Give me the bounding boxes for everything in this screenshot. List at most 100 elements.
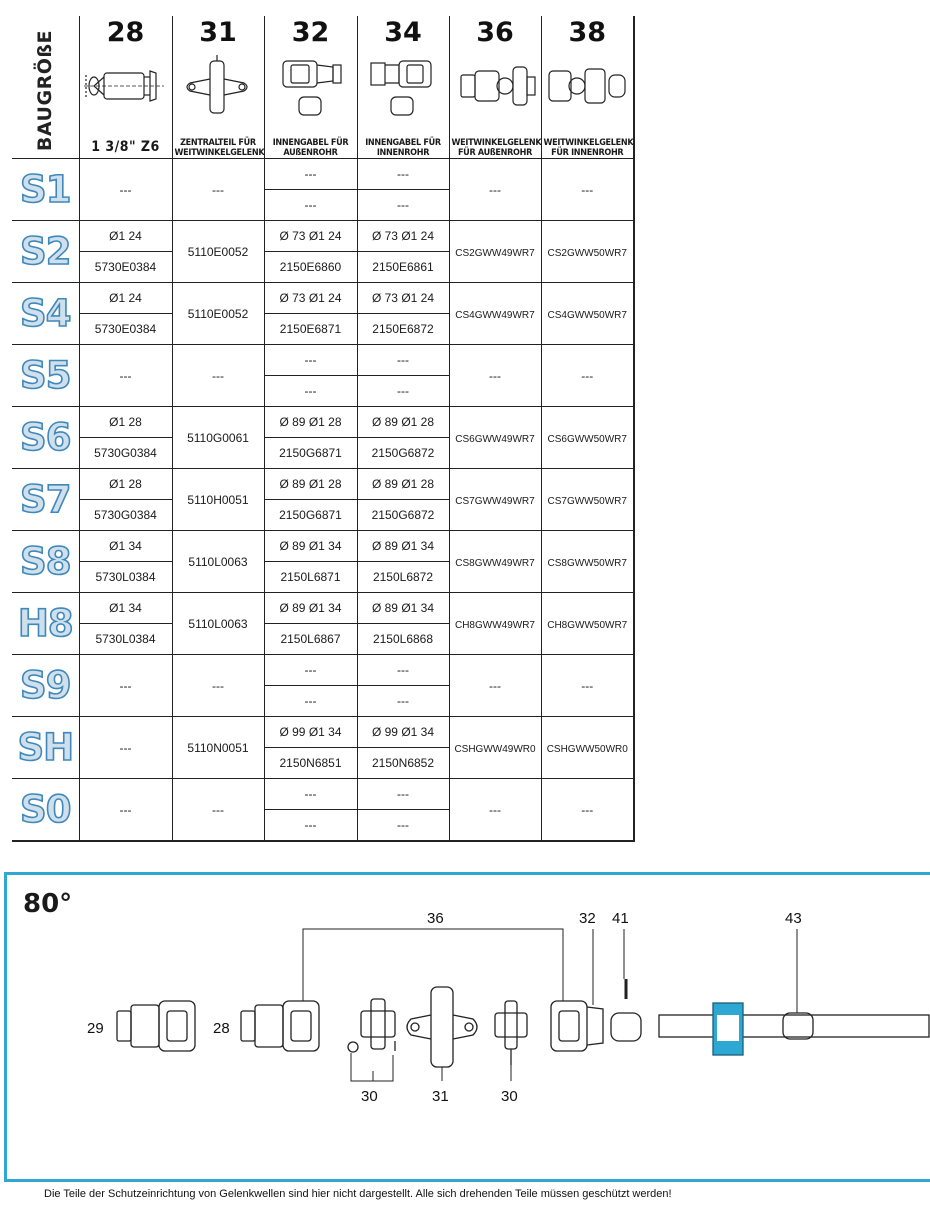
part-number: 5730E0384 [94, 322, 157, 336]
part-number: 5730G0384 [94, 446, 157, 460]
wide-angle-joint-outer-drawing [450, 48, 540, 124]
dimension-value: --- [397, 787, 409, 801]
part-number: --- [212, 678, 224, 693]
dimension-value: Ø 89 Ø1 34 [371, 601, 435, 615]
cell-34: Ø 89 Ø1 34 2150L6868 [356, 592, 450, 655]
cell-31: 5110N0051 [171, 716, 265, 779]
column-number: 38 [568, 17, 607, 48]
part-number: --- [489, 678, 501, 693]
callout-31: 31 [432, 1088, 449, 1105]
header-title: BAUGRÖßE [34, 30, 57, 152]
dimension-value: Ø 89 Ø1 28 [279, 477, 342, 491]
cell-36: CS8GWW49WR7 [448, 530, 542, 593]
part-number: 5110G0061 [187, 430, 249, 445]
table-row: S5------------------------ [12, 344, 635, 407]
shaft-yoke-drawing [80, 48, 171, 124]
cell-36: --- [448, 778, 542, 842]
part-number: --- [489, 802, 501, 817]
column-label: WEITWINKELGELENK FÜR AUßENROHR [451, 138, 541, 158]
dimension-value: Ø1 24 [109, 291, 142, 305]
part-43-drawing [658, 1012, 930, 1040]
table-row: S9------------------------ [12, 654, 635, 717]
cell-31: --- [171, 158, 265, 221]
cell-31: --- [171, 654, 265, 717]
table-header-row: BAUGRÖßE 28 [12, 16, 635, 159]
cell-28: --- [78, 344, 173, 407]
cell-31: 5110E0052 [171, 282, 265, 345]
part-number: 5730L0384 [95, 570, 156, 584]
footer-note: Die Teile der Schutzeinrichtung von Gele… [44, 1188, 672, 1200]
cell-36: --- [448, 654, 542, 717]
cell-31: 5110L0063 [171, 530, 265, 593]
dimension-value: Ø 89 Ø1 28 [371, 477, 435, 491]
dimension-value: Ø 89 Ø1 28 [371, 415, 435, 429]
dimension-value: --- [304, 167, 317, 181]
dimension-value: Ø 73 Ø1 24 [371, 291, 435, 305]
part-number: CH8GWW49WR7 [454, 619, 535, 631]
part-30-cross-right [494, 1000, 528, 1065]
part-number: 5730G0384 [94, 508, 157, 522]
column-number: 32 [291, 17, 330, 48]
cell-38: CS2GWW50WR7 [540, 220, 635, 283]
part-number: --- [489, 368, 501, 383]
exploded-view-drawing: 29 28 30 31 30 36 32 41 43 [87, 910, 930, 1105]
cell-28: --- [78, 654, 173, 717]
cell-31: 5110H0051 [171, 468, 265, 531]
part-number: CS8GWW50WR7 [547, 557, 627, 569]
column-header-31: 31 ZENTRALTEIL FÜR WEITWINKELGELENK [171, 16, 265, 159]
column-header-32: 32 INNENGABEL FÜR AUßENROHR [263, 16, 358, 159]
size-cell: S0 [12, 778, 80, 842]
size-cell: SH [12, 716, 80, 779]
inner-yoke-inner-tube-drawing [358, 48, 448, 124]
part-number: --- [119, 368, 132, 383]
dimension-value: Ø 99 Ø1 34 [279, 725, 342, 739]
column-number: 28 [106, 17, 145, 48]
dimension-value: --- [304, 663, 317, 677]
part-31-drawing [406, 986, 478, 1068]
cell-31: 5110G0061 [171, 406, 265, 469]
column-header-28: 28 1 3/8" Z6 [78, 16, 173, 159]
part-number: CS6GWW50WR7 [547, 433, 627, 445]
cell-38: CSHGWW50WR0 [540, 716, 635, 779]
callout-43: 43 [785, 910, 802, 927]
part-28-drawing [240, 1000, 320, 1052]
part-number: CH8GWW50WR7 [547, 619, 628, 631]
column-header-36: 36 WEITWINKELGELENK FÜR AUßENROHR [448, 16, 542, 159]
cell-31: --- [171, 778, 265, 842]
cell-36: CS4GWW49WR7 [448, 282, 542, 345]
column-header-38: 38 WEITWINKELGELENK FÜR INNENROHR [540, 16, 635, 159]
header-title-cell: BAUGRÖßE [12, 16, 80, 159]
column-number: 36 [476, 17, 514, 48]
cell-28: Ø1 24 5730E0384 [78, 220, 173, 283]
size-label: S5 [19, 353, 72, 398]
size-label: SH [17, 725, 75, 770]
part-30-cross-left [347, 998, 396, 1053]
exploded-view-panel: 80° [4, 872, 930, 1182]
dimension-value: Ø 73 Ø1 24 [279, 229, 342, 243]
cell-38: CS7GWW50WR7 [540, 468, 635, 531]
column-label: WEITWINKELGELENK FÜR INNENROHR [543, 138, 634, 158]
part-number: 2150N6852 [371, 756, 435, 770]
cell-32: ------ [263, 158, 358, 221]
part-number: 2150L6867 [280, 632, 341, 646]
part-number: 2150L6868 [372, 632, 434, 646]
part-number: --- [397, 694, 409, 708]
column-label: ZENTRALTEIL FÜR WEITWINKELGELENK [174, 138, 264, 158]
angle-label: 80° [23, 889, 73, 919]
cell-28: --- [78, 716, 173, 779]
cell-36: CSHGWW49WR0 [448, 716, 542, 779]
column-number: 34 [384, 17, 422, 48]
cell-36: CH8GWW49WR7 [448, 592, 542, 655]
part-number: 5730E0384 [94, 260, 157, 274]
part-number: --- [304, 694, 317, 708]
cell-38: CH8GWW50WR7 [540, 592, 635, 655]
dimension-value: Ø 89 Ø1 34 [371, 539, 435, 553]
cell-36: CS7GWW49WR7 [448, 468, 542, 531]
dimension-value: Ø1 24 [109, 229, 142, 243]
